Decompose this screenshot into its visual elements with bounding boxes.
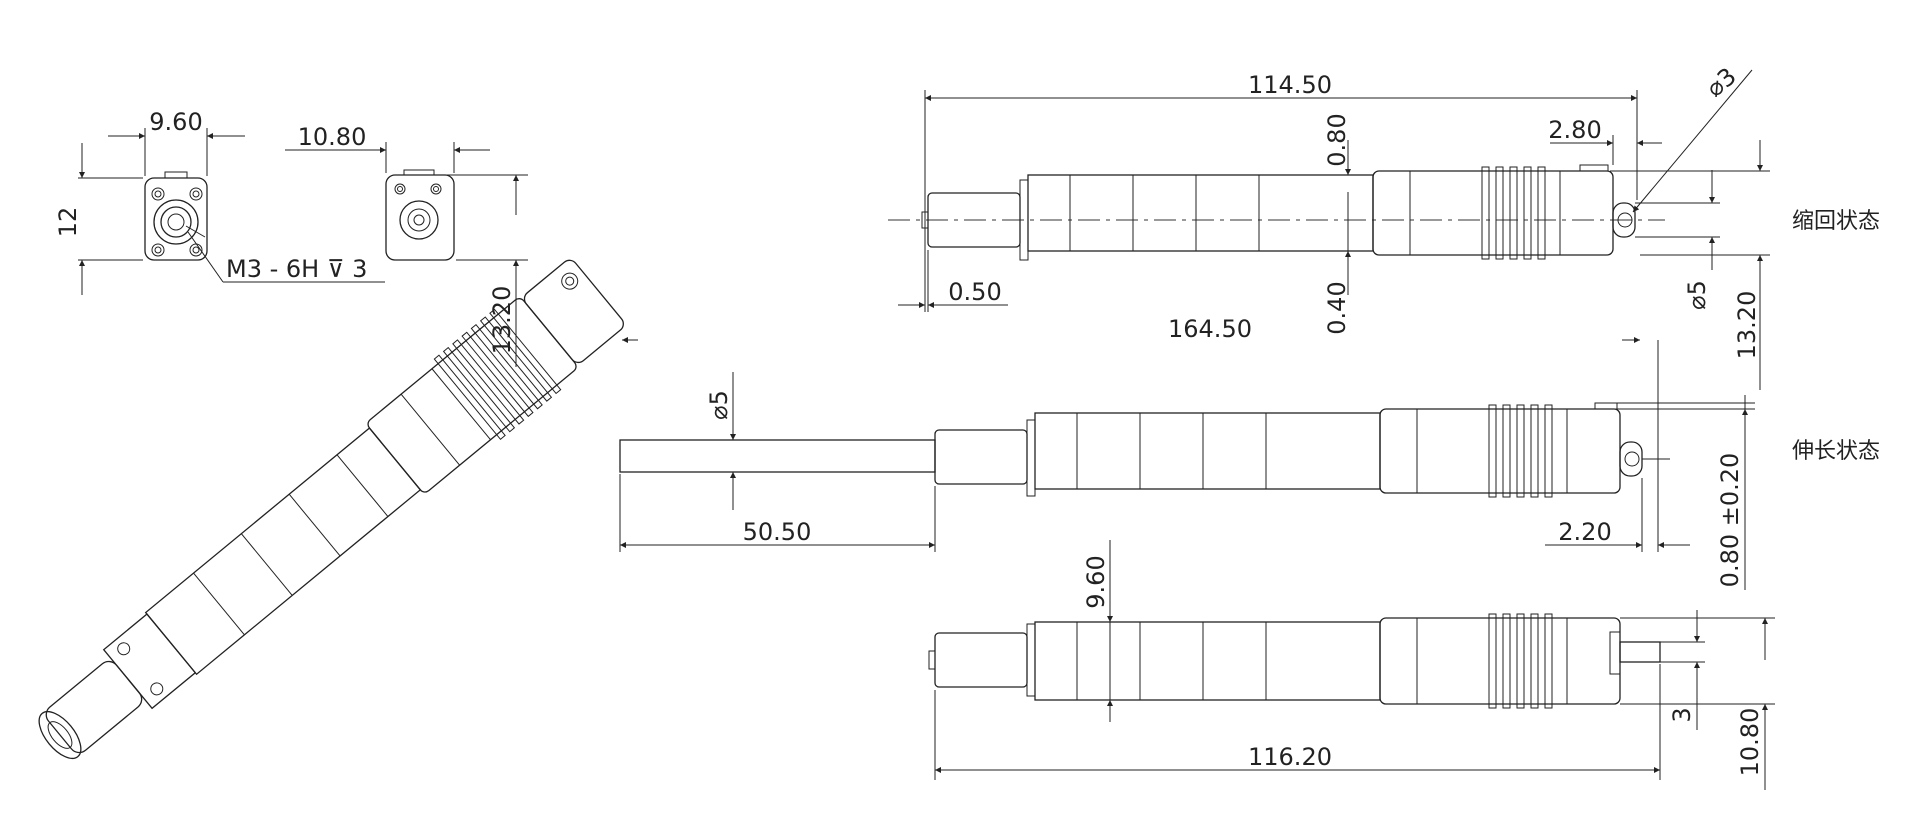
dim-body-width: 9.60 — [1082, 555, 1110, 608]
dim-hole-diameter: ⌀3 — [1701, 62, 1742, 103]
thread-spec: M3 - 6H ⊽ 3 — [226, 255, 367, 283]
dim-stroke-total: 164.50 — [1168, 315, 1252, 343]
dim-rod-diameter: ⌀5 — [1683, 280, 1711, 310]
dim-top-offset: 0.80 — [1323, 113, 1351, 166]
dim-end-gap: 0.50 — [948, 278, 1001, 306]
front-end-view: 9.60 12 M3 - 6H ⊽ 3 — [54, 108, 385, 295]
bottom-view: 9.60 116.20 3 10.80 — [928, 540, 1775, 790]
dim-back-width: 10.80 — [298, 123, 367, 151]
retracted-fins — [1481, 166, 1546, 260]
dim-bottom-length: 116.20 — [1248, 743, 1332, 771]
extended-view: ⌀5 50.50 2.20 0.80 ±0.20 伸长状态 — [619, 337, 1880, 590]
dim-extension: 50.50 — [743, 518, 812, 546]
dim-pin-width: 3 — [1668, 707, 1696, 722]
dim-front-width: 9.60 — [149, 108, 202, 136]
dim-side-height: 13.20 — [1733, 291, 1761, 360]
dim-hole-offset: 2.80 — [1548, 116, 1601, 144]
extended-fins — [1488, 404, 1553, 498]
dim-tab-offset: 2.20 — [1558, 518, 1611, 546]
isometric-view — [38, 259, 624, 760]
label-extended: 伸长状态 — [1792, 439, 1880, 464]
iso-fins — [433, 308, 562, 440]
dim-tab-thickness: 0.80 ±0.20 — [1716, 453, 1744, 588]
bottom-fins — [1488, 613, 1553, 709]
retracted-view: 114.50 0.80 0.40 0.50 164.50 ⌀3 2.80 ⌀5 — [888, 62, 1880, 390]
dim-bottom-offset: 0.40 — [1323, 281, 1351, 334]
label-retracted: 缩回状态 — [1792, 209, 1880, 234]
dim-front-height: 12 — [54, 207, 82, 238]
dim-bottom-height: 10.80 — [1736, 708, 1764, 777]
dim-ext-rod-diameter: ⌀5 — [705, 390, 733, 420]
dim-back-height: 13.20 — [488, 286, 516, 355]
back-end-view: 10.80 13.20 — [285, 123, 528, 367]
dim-total-length: 114.50 — [1248, 71, 1332, 99]
